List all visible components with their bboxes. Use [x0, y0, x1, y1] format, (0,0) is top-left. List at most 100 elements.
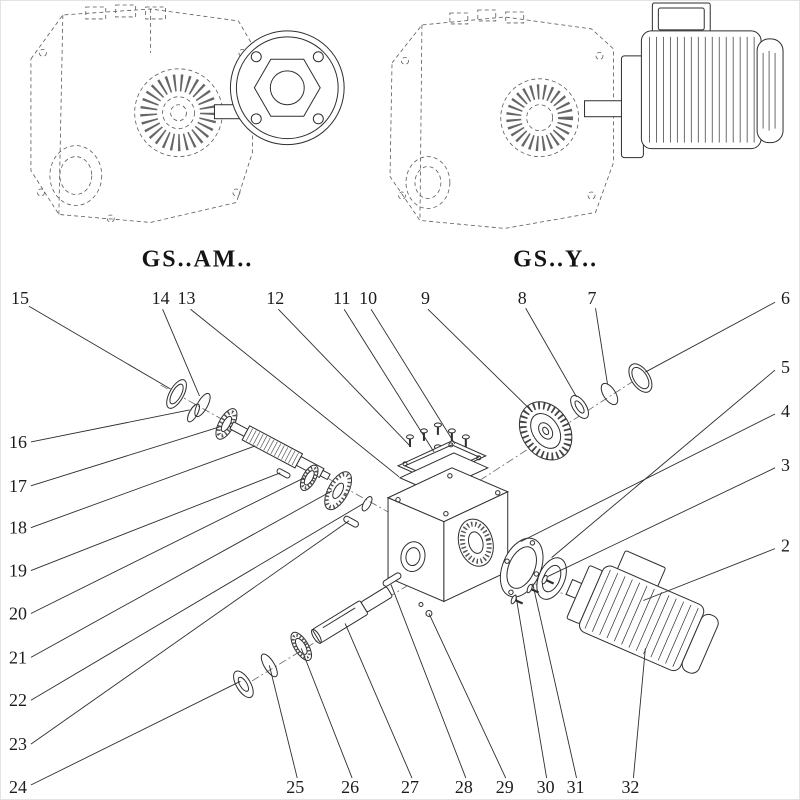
callout-9: 9 — [421, 288, 430, 308]
leader-line-29 — [428, 613, 507, 779]
leader-line-30 — [515, 594, 548, 779]
leader-line-20 — [30, 477, 305, 614]
part-23-key — [343, 515, 359, 528]
leader-line-15 — [28, 305, 171, 390]
part-21-worm-gear — [324, 471, 353, 511]
leader-line-2 — [643, 548, 776, 601]
electric-motor — [584, 2, 784, 159]
part-27-output-shaft — [311, 586, 393, 644]
leader-line-19 — [30, 472, 281, 571]
leader-line-28 — [390, 584, 467, 779]
fan-cover — [756, 38, 784, 144]
part-22-ring — [361, 496, 373, 512]
exploded-assembly — [160, 363, 719, 699]
leader-line-18 — [30, 445, 256, 529]
part-25-snap-ring — [260, 653, 278, 678]
caption-gs-am: GS..AM.. — [142, 246, 254, 272]
callout-21: 21 — [9, 647, 27, 667]
callout-32: 32 — [621, 777, 639, 797]
part-20-bearing — [299, 464, 319, 491]
leader-line-7 — [595, 308, 608, 385]
leader-line-8 — [525, 308, 577, 398]
leader-line-27 — [344, 623, 413, 779]
callout-31: 31 — [567, 777, 585, 797]
hatched-bore — [140, 74, 217, 152]
leader-line-16 — [30, 409, 190, 443]
leader-line-3 — [547, 467, 776, 577]
callout-4: 4 — [781, 401, 790, 421]
callout-7: 7 — [588, 288, 597, 308]
callout-28: 28 — [455, 777, 473, 797]
gearbox-housing — [386, 467, 509, 603]
callout-8: 8 — [518, 288, 527, 308]
callout-23: 23 — [9, 734, 27, 754]
callout-22: 22 — [9, 690, 27, 710]
fan-cover — [681, 613, 719, 674]
gearbox-flange-drawing — [30, 4, 345, 223]
leader-line-4 — [520, 413, 776, 543]
callout-29: 29 — [496, 777, 514, 797]
leader-line-12 — [277, 308, 412, 448]
callout-27: 27 — [401, 777, 419, 797]
part-9-helical-gear — [518, 401, 573, 461]
motor-shaft — [584, 100, 627, 118]
hatched-bore — [506, 84, 574, 152]
callout-17: 17 — [9, 476, 27, 496]
callout-19: 19 — [9, 561, 27, 581]
callout-15: 15 — [11, 288, 29, 308]
leader-line-17 — [30, 426, 220, 487]
leader-line-13 — [190, 308, 400, 478]
caption-gs-y: GS..Y.. — [513, 246, 598, 272]
part-26-bearing — [290, 631, 312, 661]
part-6-seal-ring — [628, 363, 653, 393]
callout-14: 14 — [152, 288, 170, 308]
callout-3: 3 — [781, 455, 790, 475]
part-8-washer — [570, 395, 589, 419]
leader-line-31 — [532, 583, 577, 779]
part-3-bolt — [541, 574, 555, 585]
output-flange — [229, 30, 345, 146]
part-29-pin — [418, 601, 433, 617]
part-24-washer — [233, 670, 254, 699]
motor-body — [640, 30, 762, 150]
part-19-key-pin — [276, 468, 291, 479]
callout-30: 30 — [537, 777, 555, 797]
callout-11: 11 — [333, 288, 350, 308]
callout-25: 25 — [286, 777, 304, 797]
leader-line-6 — [645, 301, 776, 373]
leader-line-32 — [632, 648, 646, 779]
leader-line-23 — [30, 520, 350, 745]
gearbox-motor-drawing — [389, 2, 784, 229]
leader-line-10 — [370, 308, 456, 445]
leader-line-25 — [268, 665, 298, 779]
part-15-seal-ring — [166, 379, 187, 409]
callout-5: 5 — [781, 357, 790, 377]
part-2-motor — [565, 550, 719, 674]
leader-line-11 — [343, 308, 435, 453]
callout-18: 18 — [9, 518, 27, 538]
motor-flange — [620, 55, 644, 159]
part-4-flange-ring — [499, 537, 544, 598]
callout-24: 24 — [9, 777, 27, 797]
callout-2: 2 — [781, 536, 790, 556]
leader-line-5 — [551, 369, 776, 558]
callout-6: 6 — [781, 288, 790, 308]
callout-26: 26 — [341, 777, 359, 797]
callout-20: 20 — [9, 603, 27, 623]
callout-13: 13 — [178, 288, 196, 308]
callout-12: 12 — [266, 288, 284, 308]
leader-line-9 — [427, 308, 533, 413]
leader-line-26 — [300, 648, 353, 779]
gear-axis — [469, 371, 648, 488]
leader-line-22 — [30, 503, 364, 701]
part-7-snap-ring — [600, 382, 619, 406]
leader-line-14 — [162, 309, 200, 397]
part-5-adapter-ring — [536, 557, 567, 600]
callout-10: 10 — [359, 288, 377, 308]
leader-line-21 — [30, 490, 333, 658]
part-28-key — [382, 572, 402, 587]
callout-16: 16 — [9, 432, 27, 452]
